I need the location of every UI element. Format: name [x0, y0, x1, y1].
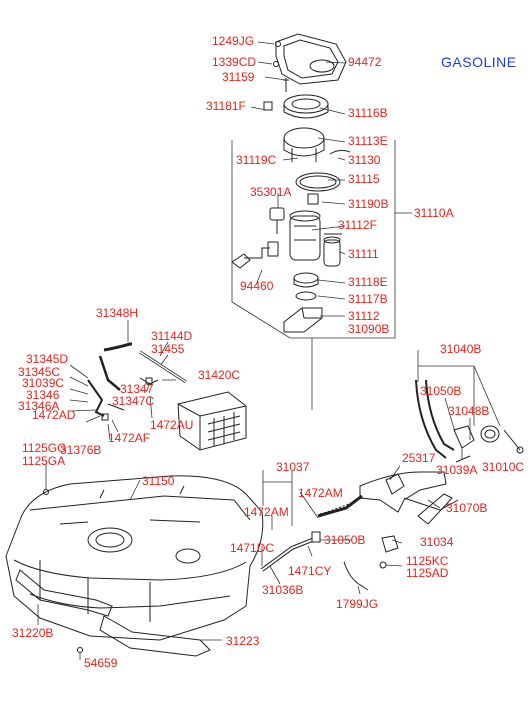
part-label-31455: 31455	[151, 342, 185, 356]
part-label-1125GA: 1125GA	[22, 454, 66, 468]
part-label-31040B: 31040B	[440, 342, 482, 356]
part-label-31037: 31037	[276, 460, 310, 474]
part-label-31346A: 31346A	[18, 399, 60, 413]
part-label-31034: 31034	[420, 535, 454, 549]
part-label-31112: 31112	[348, 309, 380, 323]
part-label-25317: 25317	[402, 451, 436, 465]
part-label-31115: 31115	[348, 172, 380, 186]
part-label-31347C: 31347C	[112, 394, 155, 408]
part-label-31376B: 31376B	[60, 443, 102, 457]
strainer-31090B	[283, 307, 323, 333]
pump-31111	[323, 233, 342, 267]
part-label-1799JG: 1799JG	[336, 597, 379, 611]
part-label-1249JG: 1249JG	[212, 34, 255, 48]
pump-module-31112F	[269, 193, 321, 261]
bolt-1125KC	[379, 561, 387, 569]
filler-pipe-31070B	[359, 471, 459, 525]
part-label-31223: 31223	[226, 634, 260, 648]
part-label-31036B: 31036B	[262, 583, 304, 597]
part-label-31113E: 31113E	[348, 134, 388, 148]
part-label-31050B-upper: 31050B	[420, 384, 462, 398]
part-label-31116B: 31116B	[348, 106, 388, 120]
fuel-tank-31150	[5, 475, 264, 641]
part-label-31090B: 31090B	[348, 322, 390, 336]
pump-plate-31116B	[263, 94, 329, 119]
part-label-31119C: 31119C	[236, 153, 277, 167]
part-label-31112F: 31112F	[338, 218, 377, 232]
pump-cover-94472	[273, 33, 347, 92]
filler-neck-31050B	[415, 379, 524, 463]
vapor-hoses	[87, 342, 187, 421]
part-label-31039A: 31039A	[436, 463, 478, 477]
part-label-31050B-lower: 31050B	[324, 533, 366, 547]
part-label-94472: 94472	[348, 55, 382, 69]
part-label-31159: 31159	[222, 70, 255, 84]
part-label-1472AF: 1472AF	[108, 431, 151, 445]
part-label-1125GG: 1125GG	[22, 441, 67, 455]
part-label-31117B: 31117B	[348, 292, 388, 306]
clip-31034	[381, 535, 399, 553]
strap-31223	[99, 615, 211, 657]
part-label-31345D: 31345D	[26, 352, 69, 366]
part-label-31220B: 31220B	[12, 626, 54, 640]
part-label-31110A: 31110A	[414, 206, 454, 220]
strap-1799JG	[343, 561, 369, 591]
part-label-31348H: 31348H	[96, 306, 139, 320]
filter-31118E	[293, 272, 319, 288]
part-label-31010C: 31010C	[482, 460, 525, 474]
part-label-31420C: 31420C	[198, 368, 241, 382]
gasket-31115	[295, 172, 341, 192]
part-label-1125KC: 1125KC	[406, 554, 449, 568]
canister-31420C	[177, 391, 247, 451]
part-label-31144D: 31144D	[151, 329, 193, 343]
part-label-31181F: 31181F	[206, 99, 246, 113]
part-label-31070B: 31070B	[446, 501, 488, 515]
part-label-31346: 31346	[26, 388, 60, 402]
bracket-25317	[385, 473, 405, 495]
bolt-54659	[77, 647, 83, 653]
part-label-31039C: 31039C	[22, 376, 65, 390]
fuel-type-label: GASOLINE	[441, 54, 517, 70]
ring-31117B	[295, 291, 317, 301]
part-label-31118E: 31118E	[348, 275, 388, 289]
part-label-31345C: 31345C	[18, 365, 61, 379]
part-label-1471CY: 1471CY	[288, 564, 332, 578]
part-label-31347: 31347	[120, 382, 154, 396]
leader-lines	[37, 41, 501, 660]
strap-31220B	[15, 569, 113, 617]
part-label-1471DC: 1471DC	[230, 541, 275, 555]
part-label-31190B: 31190B	[348, 197, 389, 211]
part-label-1472AM-left: 1472AM	[244, 505, 289, 519]
part-label-1472AM-right: 1472AM	[298, 486, 343, 500]
part-label-1472AD: 1472AD	[32, 408, 76, 422]
sender-94460	[231, 241, 279, 269]
part-label-1125AD: 1125AD	[406, 566, 449, 580]
part-label-54659: 54659	[84, 656, 118, 670]
part-label-35301A: 35301A	[250, 185, 292, 199]
part-label-31130: 31130	[348, 153, 381, 167]
vent-hose-31037	[260, 494, 363, 572]
part-label-1472AU: 1472AU	[150, 418, 194, 432]
flange-31113E	[283, 127, 351, 162]
part-label-31048B: 31048B	[448, 404, 490, 418]
part-label-94460: 94460	[240, 279, 274, 293]
part-label-31150: 31150	[142, 474, 175, 488]
part-label-31111: 31111	[348, 247, 379, 261]
part-label-1339CD: 1339CD	[212, 55, 257, 69]
